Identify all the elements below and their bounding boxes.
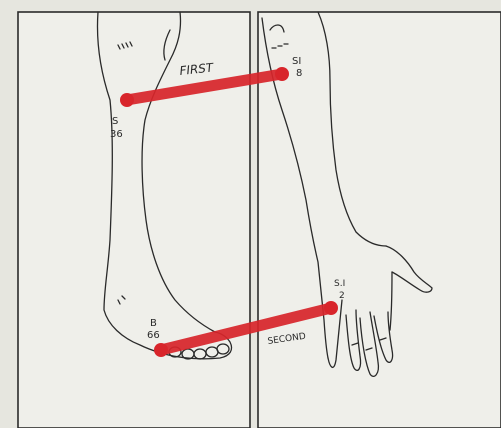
point-s36-number: 36 [110, 129, 123, 140]
point-b66-code: B [150, 318, 157, 329]
point-s36-code: S [112, 116, 118, 127]
right-panel [258, 12, 501, 428]
point-si8-code: SI [292, 56, 301, 67]
point-si2-code: S.I [334, 279, 345, 289]
point-si2-number: 2 [339, 291, 345, 301]
point-b66-dot [154, 343, 168, 357]
point-si2-dot [324, 301, 338, 315]
point-si8-dot [275, 67, 289, 81]
point-s36-dot [120, 93, 134, 107]
point-si8-number: 8 [296, 68, 302, 79]
point-b66-number: 66 [147, 330, 160, 341]
left-panel [18, 12, 250, 428]
